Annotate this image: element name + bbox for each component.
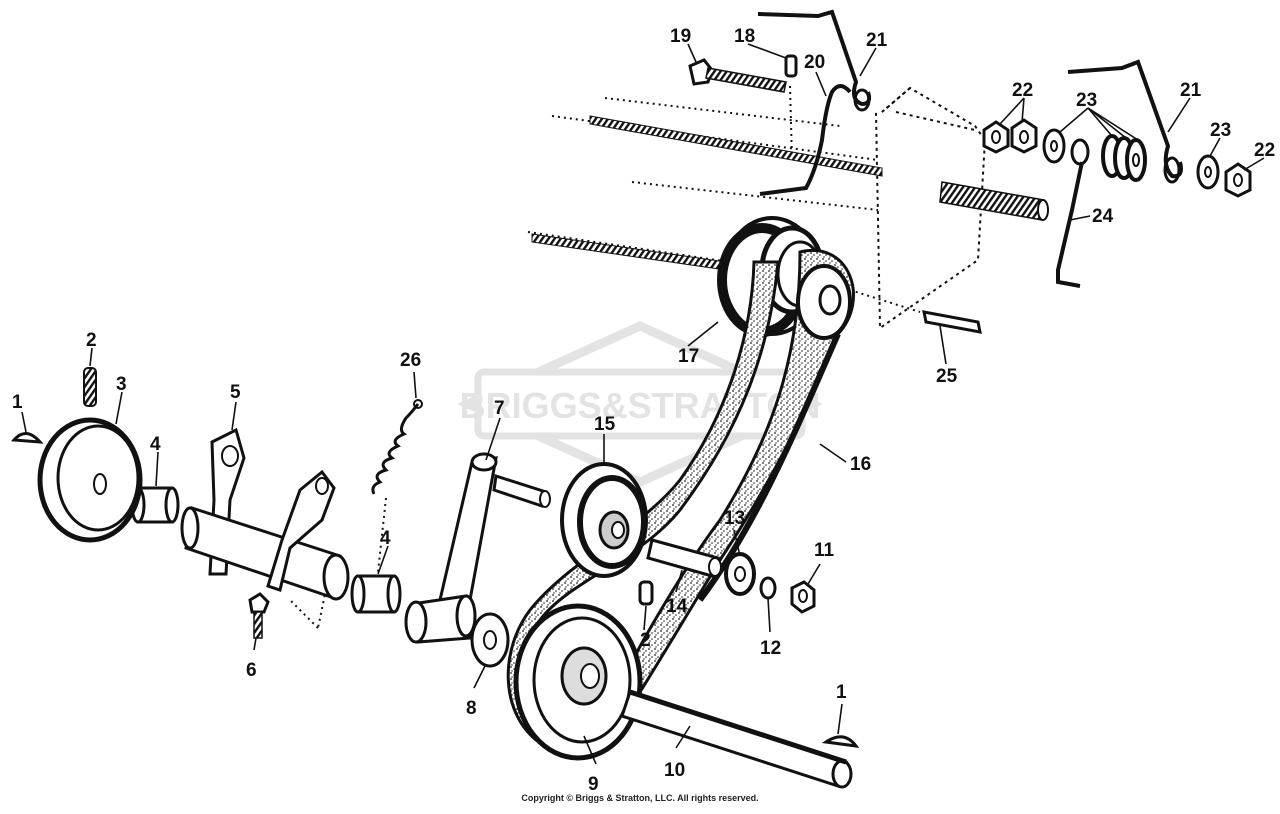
callout-23b: 23 — [1210, 120, 1231, 141]
callout-24: 24 — [1092, 206, 1114, 227]
callout-10: 10 — [664, 760, 685, 781]
bushing-right — [350, 574, 402, 614]
lower-shaft — [620, 689, 853, 789]
callout-6: 6 — [246, 660, 257, 681]
set-screw-left — [83, 367, 97, 407]
pin-18 — [784, 54, 798, 78]
threaded-rods — [531, 115, 883, 273]
stud-inside-frame — [939, 181, 1049, 221]
callout-14: 14 — [666, 596, 688, 617]
lever-24 — [1056, 138, 1090, 288]
washer-23-right — [1196, 154, 1220, 190]
callout-19: 19 — [670, 26, 691, 47]
key-stock-25 — [922, 310, 982, 334]
left-pulley — [37, 417, 143, 543]
callout-13: 13 — [724, 508, 745, 529]
link-rod-right — [1067, 59, 1183, 184]
set-screw-center — [638, 580, 654, 606]
callout-9: 9 — [588, 774, 599, 795]
callout-22b: 22 — [1254, 140, 1275, 161]
idler-pin — [646, 538, 722, 578]
spring-26 — [371, 399, 423, 495]
callout-5: 5 — [230, 382, 241, 403]
copyright-notice: Copyright © Briggs & Stratton, LLC. All … — [521, 793, 759, 803]
callout-22a: 22 — [1012, 80, 1033, 101]
callout-23a: 23 — [1076, 90, 1097, 111]
drive-belt — [506, 248, 855, 752]
watermark-text: BRIGGS&STRATTON — [460, 385, 821, 426]
link-rod-left — [757, 9, 872, 112]
callout-20: 20 — [804, 52, 825, 73]
callout-2b: 2 — [640, 630, 651, 651]
callout-8: 8 — [466, 698, 477, 719]
bolt-19 — [688, 58, 787, 93]
callout-21b: 21 — [1180, 80, 1202, 101]
bolt-6 — [248, 592, 270, 639]
lower-pulley — [513, 603, 643, 761]
callout-7: 7 — [494, 398, 505, 419]
callout-4a: 4 — [150, 434, 161, 455]
idler-arm — [404, 452, 551, 644]
washers-23 — [1042, 128, 1147, 182]
leader-lines — [21, 43, 1265, 765]
callout-18: 18 — [734, 26, 755, 47]
nut-22-right — [1224, 162, 1252, 198]
key-left — [10, 432, 44, 444]
callout-15: 15 — [594, 414, 616, 435]
callout-11: 11 — [814, 540, 835, 561]
callout-21a: 21 — [866, 30, 888, 51]
lock-washer-12 — [759, 576, 777, 600]
callout-16: 16 — [850, 454, 871, 475]
callout-1b: 1 — [836, 682, 847, 703]
callout-17: 17 — [678, 346, 699, 367]
callout-4b: 4 — [380, 528, 391, 549]
bracket-assembly — [180, 427, 350, 601]
key-right — [821, 735, 860, 748]
callout-25: 25 — [936, 366, 958, 387]
frame-outline — [875, 86, 987, 330]
clip-20 — [759, 84, 852, 196]
idler-pulley — [560, 462, 648, 578]
callout-26: 26 — [400, 350, 421, 371]
flat-washer-8 — [470, 612, 510, 668]
nuts-22-pair — [982, 118, 1038, 154]
callout-3: 3 — [116, 374, 127, 395]
callout-12: 12 — [760, 638, 781, 659]
nut-11 — [790, 580, 816, 614]
callout-2a: 2 — [86, 330, 97, 351]
callout-labels: 1 2 3 4 5 6 26 4 7 8 9 10 15 14 2 13 12 … — [12, 26, 1275, 795]
washer-13 — [724, 552, 756, 596]
callout-1a: 1 — [12, 392, 23, 413]
